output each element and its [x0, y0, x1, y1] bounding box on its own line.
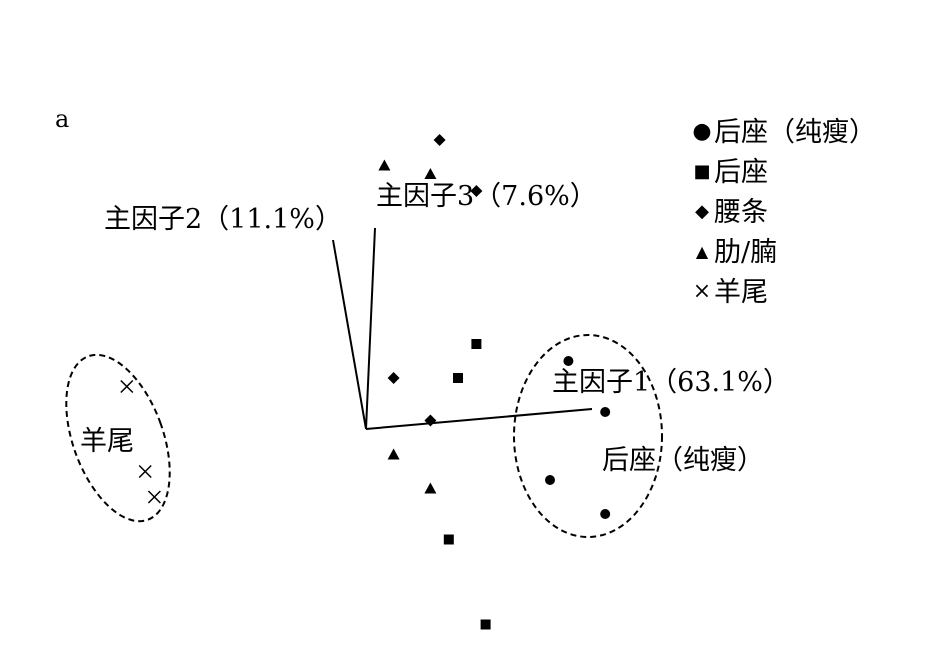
legend-item: × 羊尾 — [690, 275, 768, 309]
tail-cluster-label: 羊尾 — [80, 426, 134, 457]
legend-item: ■ 后座 — [690, 155, 768, 189]
legend-item: ▲ 肋/腩 — [690, 235, 777, 269]
data-point-triangle — [424, 168, 437, 179]
factor-axes — [332, 227, 593, 430]
data-point-triangle — [378, 159, 391, 171]
legend-label: 肋/腩 — [714, 236, 778, 268]
lean-rump-cluster-ellipse — [513, 334, 663, 538]
data-point-circle — [600, 509, 611, 519]
panel-label: a — [55, 105, 70, 133]
legend-label: 后座 — [714, 156, 768, 188]
data-point-circle — [600, 407, 611, 417]
data-points — [120, 134, 611, 630]
factor2-axis-line — [332, 239, 367, 430]
data-point-diamond — [433, 134, 446, 146]
data-point-square — [443, 534, 454, 545]
data-point-triangle — [424, 482, 437, 494]
tail-cluster-ellipse — [65, 353, 171, 523]
data-point-diamond — [387, 372, 400, 384]
factor3-axis-line — [365, 227, 376, 430]
data-point-square — [480, 619, 491, 630]
triangle-icon: ▲ — [695, 242, 709, 261]
legend-label: 后座（纯瘦） — [714, 116, 876, 148]
legend-item: ● 后座（纯瘦） — [690, 115, 876, 149]
factor2-axis-label: 主因子2（11.1%） — [104, 204, 342, 235]
circle-icon: ● — [692, 119, 712, 144]
factor3-axis-label: 主因子3（7.6%） — [376, 181, 597, 212]
lean-rump-cluster-label: 后座（纯瘦） — [602, 445, 764, 476]
data-point-square — [471, 339, 482, 349]
data-point-triangle — [387, 448, 400, 460]
cross-icon: × — [692, 279, 712, 304]
data-point-cross — [138, 464, 152, 479]
data-point-square — [453, 373, 463, 383]
data-point-cross — [147, 490, 161, 504]
factor1-axis-line — [365, 408, 593, 430]
data-point-circle — [563, 356, 574, 366]
square-icon: ■ — [693, 161, 711, 182]
data-point-circle — [545, 475, 555, 485]
legend-label: 腰条 — [714, 196, 768, 228]
diamond-icon: ◆ — [695, 201, 709, 222]
data-point-diamond — [424, 414, 437, 427]
legend-label: 羊尾 — [714, 276, 768, 308]
data-point-diamond — [470, 185, 483, 197]
legend-item: ◆ 腰条 — [690, 195, 768, 229]
data-point-cross — [120, 379, 134, 394]
factor1-axis-label: 主因子1（63.1%） — [552, 367, 790, 398]
